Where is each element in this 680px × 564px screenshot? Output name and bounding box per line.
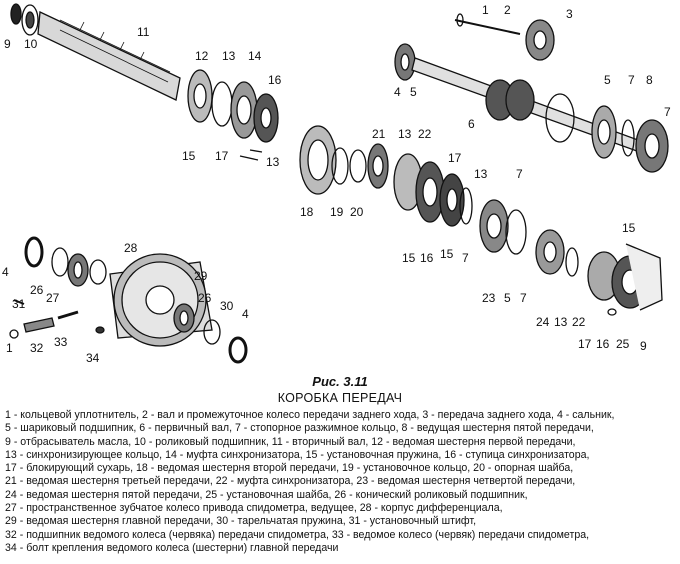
svg-text:18: 18 [300,205,314,219]
svg-text:31: 31 [12,297,26,311]
svg-text:17: 17 [448,151,462,165]
legend-line: 9 - отбрасыватель масла, 10 - роликовый … [5,435,576,448]
svg-text:7: 7 [520,291,527,305]
svg-text:16: 16 [268,73,282,87]
svg-text:13: 13 [266,155,280,169]
legend-line: 5 - шариковый подшипник, 6 - первичный в… [5,422,594,435]
svg-text:13: 13 [474,167,488,181]
legend-line: 17 - блокирующий сухарь, 18 - ведомая ше… [5,462,574,475]
svg-text:8: 8 [646,73,653,87]
legend-list: 1 - кольцевой уплотнитель, 2 - вал и про… [5,409,680,555]
legend-line: 34 - болт крепления ведомого колеса (шес… [5,541,339,554]
svg-text:34: 34 [86,351,100,365]
svg-text:11: 11 [137,25,150,39]
svg-text:22: 22 [418,127,432,141]
svg-text:4: 4 [394,85,401,99]
svg-text:1: 1 [6,341,13,355]
svg-text:13: 13 [554,315,568,329]
svg-text:3: 3 [566,7,573,21]
secondary-shaft [10,3,279,161]
svg-text:7: 7 [628,73,635,87]
svg-text:22: 22 [572,315,586,329]
svg-text:13: 13 [398,127,412,141]
svg-text:28: 28 [124,241,138,255]
svg-text:9: 9 [4,37,11,51]
figure-title: КОРОБКА ПЕРЕДАЧ [277,391,403,405]
svg-text:23: 23 [482,291,496,305]
svg-text:15: 15 [440,247,454,261]
svg-text:6: 6 [468,117,475,131]
svg-text:1: 1 [482,3,489,17]
legend-line: 27 - пространственное зубчатое колесо пр… [5,502,503,515]
differential-group [9,236,248,364]
svg-text:15: 15 [402,251,416,265]
svg-text:13: 13 [222,49,236,63]
svg-text:32: 32 [30,341,44,355]
svg-text:15: 15 [622,221,636,235]
svg-text:33: 33 [54,335,68,349]
fourth-fifth-gear-group [479,199,663,316]
svg-text:4: 4 [242,307,249,321]
svg-text:19: 19 [330,205,344,219]
svg-text:2: 2 [504,3,511,17]
second-gear-group [299,125,367,195]
svg-text:16: 16 [420,251,434,265]
legend-line: 21 - ведомая шестерня третьей передачи, … [5,475,576,488]
svg-text:30: 30 [220,299,234,313]
svg-text:5: 5 [604,73,611,87]
legend-line: 13 - синхронизирующее кольцо, 14 - муфта… [5,448,590,461]
legend-line: 32 - подшипник ведомого колеса (червяка)… [5,528,590,541]
svg-text:5: 5 [410,85,417,99]
svg-text:15: 15 [182,149,196,163]
svg-text:27: 27 [46,291,60,305]
legend-line: 1 - кольцевой уплотнитель, 2 - вал и про… [5,409,615,421]
svg-text:7: 7 [664,105,671,119]
svg-text:17: 17 [578,337,592,351]
svg-text:12: 12 [195,49,209,63]
svg-text:20: 20 [350,205,364,219]
svg-text:26: 26 [30,283,44,297]
synchronizer-group [367,143,473,227]
primary-shaft [394,13,669,173]
svg-text:9: 9 [640,339,647,353]
svg-text:21: 21 [372,127,386,141]
svg-text:7: 7 [462,251,469,265]
figure-number: Рис. 3.11 [312,374,368,389]
svg-text:24: 24 [536,315,550,329]
svg-text:16: 16 [596,337,610,351]
svg-text:5: 5 [504,291,511,305]
svg-text:7: 7 [516,167,523,181]
svg-text:29: 29 [194,269,208,283]
svg-text:4: 4 [2,265,9,279]
legend-line: 29 - ведомая шестерня главной передачи, … [5,515,477,528]
svg-text:26: 26 [198,291,212,305]
svg-text:14: 14 [248,49,262,63]
svg-text:25: 25 [616,337,630,351]
legend-line: 24 - ведомая шестерня пятой передачи, 25… [5,488,528,501]
svg-text:10: 10 [24,37,38,51]
svg-text:17: 17 [215,149,229,163]
